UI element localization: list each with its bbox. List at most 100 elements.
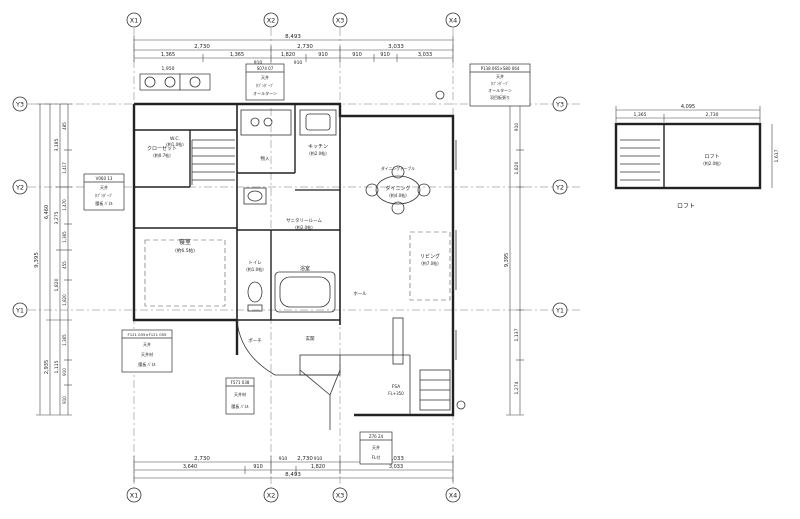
loft-plan: 4,095 1,365 2,730 1,617 ロフト (約2.0帖) ロフト: [614, 104, 780, 210]
dim-bottom-minor-2: 910: [314, 456, 323, 462]
top-dimension-lines: 8,493 2,730 2,730 3,033 1,365 1,365 1,82…: [133, 34, 454, 72]
note-1-line-3: ﾀﾌﾞﾝﾀﾞｰﾌﾞ: [491, 80, 509, 86]
note-box-1: P138 065×S80 064 天井 ﾀﾌﾞﾝﾀﾞｰﾌﾞ オールターン 羽目板…: [469, 63, 531, 107]
dim-left-small-6: 1,820: [62, 294, 67, 306]
note-2-line-1: S074 07: [257, 66, 274, 71]
interior-walls: [134, 104, 341, 325]
outdoor-unit-1: [139, 73, 181, 91]
tv-board: [392, 317, 404, 365]
note-4-line-2: 天井: [143, 341, 151, 347]
dim-bottom-mid-3: 1,820: [311, 464, 325, 470]
outdoor-unit-2: [179, 73, 211, 91]
dim-top-major-1: 2,730: [194, 44, 210, 50]
exterior-walls: [132, 102, 455, 417]
note-1-line-4: オールターン: [488, 87, 512, 93]
dim-bottom-major-3: 3,033: [388, 456, 404, 462]
grid-bubbles-right: Y3 Y2 Y1: [552, 96, 568, 318]
grid-label-x4-bottom: X4: [449, 492, 458, 500]
note-6-line-1: Z76 24: [369, 434, 384, 439]
grid-label-y2-right: Y2: [555, 184, 564, 192]
grid-bubbles-left: Y3 Y2 Y1: [12, 96, 28, 318]
bottom-dimension-lines: 2,730 2,730 3,033 3,640 910 1,820 3,033 …: [133, 456, 454, 482]
note-6-line-2: 天井: [372, 444, 380, 450]
dim-top-minor-1: 1,365: [161, 52, 175, 58]
dim-left-small-4: 1,365: [62, 231, 67, 243]
note-box-7: FSA FL+350: [388, 384, 404, 396]
loft-dim-height: 1,617: [774, 149, 780, 162]
grid-label-x3-bottom: X3: [336, 492, 345, 500]
note-3-line-3: ﾀﾌﾞﾝﾀﾞｰﾌﾞ: [95, 192, 113, 198]
grid-label-y2-left: Y2: [15, 184, 24, 192]
wash-basin: [243, 187, 267, 205]
grid-label-x3-top: X3: [336, 17, 345, 25]
note-3-line-1: V060 13: [96, 176, 113, 181]
room-living: リビング: [420, 253, 440, 260]
dim-right-minor-2: 1,820: [514, 161, 520, 174]
grid-bubbles-top: X1 X2 X3 X4: [126, 12, 461, 28]
dim-left-minor-1: 3,185: [54, 138, 60, 151]
grid-bubbles-bottom: X1 X2 X3 X4: [126, 487, 461, 503]
note-7-line-1: FSA: [392, 384, 401, 390]
room-lavatory-area: (約2.0帖): [295, 224, 313, 230]
note-box-3: V060 13 天井 ﾀﾌﾞﾝﾀﾞｰﾌﾞ 腰板 ﾊﾟﾈﾙ: [83, 173, 125, 211]
dining-table: [375, 175, 421, 205]
dim-left-small-1: 485: [62, 122, 67, 130]
loft-room-name: ロフト: [704, 154, 719, 160]
dim-top-small-1: 910: [254, 60, 263, 66]
dim-top-total: 8,493: [285, 34, 301, 40]
note-2-line-3: ﾀﾌﾞﾝﾀﾞｰﾌﾞ: [256, 82, 274, 88]
kitchen-sink: [299, 109, 337, 136]
note-5-line-3: 腰板 ﾊﾟﾈﾙ: [231, 403, 248, 409]
note-2-line-4: オールターン: [253, 90, 277, 96]
dim-left-small-8: 910: [62, 368, 67, 376]
dim-left-minor-4: 1,115: [54, 360, 60, 373]
room-bedroom: 寝室: [179, 238, 191, 246]
grid-label-y1-left: Y1: [15, 307, 24, 315]
dim-bottom-mid-2: 910: [253, 464, 263, 470]
room-closet-area: (約0.7帖): [153, 152, 171, 158]
room-wc-area: (約1.0帖): [166, 141, 184, 147]
dim-left-minor-3: 1,820: [54, 278, 60, 291]
stairs: [191, 139, 235, 185]
dim-top-major-2: 2,730: [297, 44, 313, 50]
dim-left-minor-2: 3,275: [54, 211, 60, 224]
room-toilet: トイレ: [248, 261, 262, 266]
dim-right-minor-4: 1,274: [514, 381, 520, 394]
loft-dim-width: 4,095: [681, 104, 695, 110]
note-box-4: F121 055×F121 055 天井 天井材 腰板 ﾊﾟﾈﾙ: [121, 329, 173, 373]
dim-right-minor-3: 1,137: [514, 328, 520, 341]
loft-room-area: (約2.0帖): [703, 160, 721, 166]
kitchen-counter: [240, 109, 292, 136]
dim-top-minor-3: 1,820: [281, 52, 295, 58]
grid-label-x1-top: X1: [130, 17, 139, 25]
dim-bottom-minor-1: 910: [279, 456, 288, 462]
note-1-line-1: P138 065×S80 064: [481, 66, 520, 71]
dim-top-minor-4: 910: [318, 52, 328, 58]
room-kitchen: キッチン: [308, 144, 328, 150]
room-closet: クローゼット: [147, 145, 177, 152]
note-4-line-1: F121 055×F121 055: [128, 332, 168, 337]
dim-top-minor-5: 910: [352, 52, 362, 58]
note-1-line-5: 羽目板張り: [490, 94, 510, 100]
dim-bottom-mid-1: 3,640: [183, 464, 197, 470]
dim-right-total: 9,395: [504, 253, 510, 267]
loft-caption: ロフト: [677, 203, 695, 210]
room-dining-area: (約4.0帖): [389, 192, 407, 198]
dim-bottom-major-2: 2,730: [297, 456, 313, 462]
dim-left-small-5: 455: [62, 261, 67, 269]
dim-left-small-7: 1,365: [62, 334, 67, 346]
note-box-6: Z76 24 天井 FL付: [359, 431, 393, 465]
bathtub: [274, 271, 336, 313]
room-entrance: 玄関: [306, 335, 315, 342]
grid-label-x2-top: X2: [267, 17, 276, 25]
room-kitchen-area: (約2.0帖): [309, 150, 327, 156]
note-1-line-2: 天井: [496, 73, 504, 79]
dim-right-minor-1: 910: [514, 123, 520, 132]
note-3-line-2: 天井: [100, 184, 108, 190]
right-dimension-lines: 9,395 910 1,820 1,137 1,274: [504, 103, 524, 416]
dim-top-small-2: 910: [294, 60, 303, 66]
room-dining: ダイニング: [385, 185, 410, 192]
room-living-area: (約7.0帖): [421, 260, 439, 266]
